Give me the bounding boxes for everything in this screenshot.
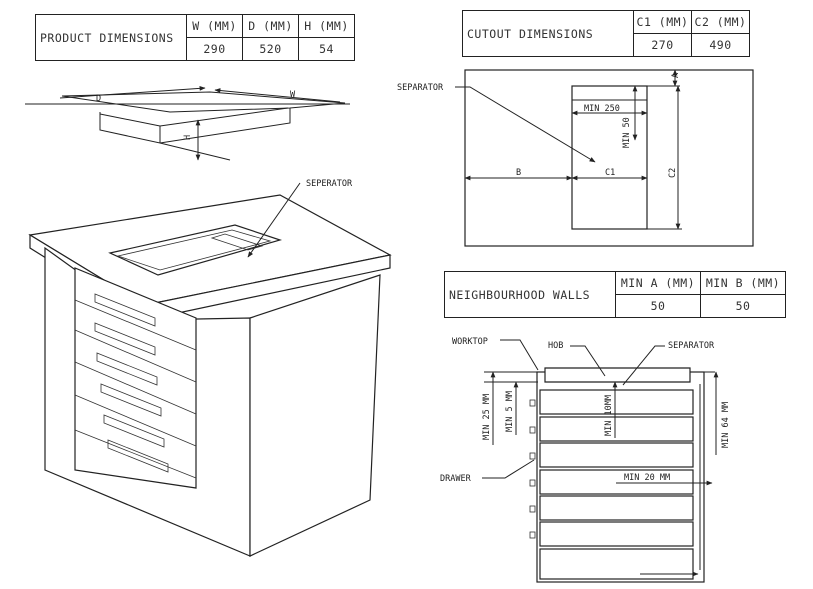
drawer-leader — [482, 459, 535, 479]
hob-top-outline — [61, 91, 346, 113]
worktop-leader — [500, 339, 539, 371]
c2-label: C2 — [668, 168, 678, 178]
hob-top-edges — [99, 107, 289, 127]
min-250-label: MIN 250 — [584, 104, 620, 114]
drawer-handles — [94, 293, 169, 473]
cutout-plan: MIN 250 MIN 50 A C2 B C1 SEPARATOR — [397, 69, 754, 247]
col-min-b-header: MIN B (MM) — [700, 271, 786, 295]
plan-separator-leader — [455, 86, 596, 163]
min-64-label: MIN 64 MM — [721, 402, 731, 448]
product-dimensions-header: PRODUCT DIMENSIONS — [35, 14, 187, 61]
value-h: 54 — [298, 37, 355, 61]
col-w-header: W (MM) — [186, 14, 243, 38]
min-20-label: MIN 20 MM — [624, 473, 670, 483]
separator-slot — [210, 233, 264, 251]
b-label: B — [516, 168, 521, 178]
w-label: W — [290, 90, 296, 100]
min-25-label: MIN 25 MM — [482, 394, 492, 440]
min-5-label: MIN 5 MM — [505, 391, 515, 432]
section-separator-leader — [622, 345, 665, 386]
col-c1-header: C1 (MM) — [633, 10, 692, 34]
value-min-b: 50 — [700, 294, 786, 318]
cutout-dimensions-table: CUTOUT DIMENSIONS C1 (MM) C2 (MM) 270 49… — [462, 10, 750, 57]
neighbourhood-walls-table: NEIGHBOURHOOD WALLS MIN A (MM) MIN B (MM… — [444, 271, 786, 318]
hob-label: HOB — [548, 341, 563, 351]
drawer-dividers — [74, 299, 197, 479]
worktop-label: WORKTOP — [452, 337, 488, 347]
w-dimension-line — [214, 88, 341, 103]
min-50-label: MIN 50 — [622, 117, 632, 148]
section-drawers — [539, 389, 694, 580]
d-label: D — [96, 94, 101, 104]
hob-recess-inner — [116, 229, 272, 271]
product-sketch: D W H — [25, 85, 350, 161]
separator-leader — [247, 182, 301, 258]
drawer-label: DRAWER — [440, 474, 472, 484]
plan-separator-label: SEPARATOR — [397, 83, 444, 93]
a-label: A — [671, 73, 681, 78]
value-c1: 270 — [633, 33, 692, 57]
col-min-a-header: MIN A (MM) — [615, 271, 701, 295]
hob-body-outline — [99, 108, 291, 144]
hob-body — [544, 367, 691, 383]
min-10-label: MIN 10MM — [604, 395, 614, 436]
section-view: MIN 25 MM MIN 5 MM MIN 10MM MIN 64 MM MI… — [440, 337, 731, 583]
value-min-a: 50 — [615, 294, 701, 318]
product-dimensions-table: PRODUCT DIMENSIONS W (MM) D (MM) H (MM) … — [35, 14, 355, 61]
value-c2: 490 — [691, 33, 750, 57]
hob-recess — [108, 224, 283, 276]
kitchen-island: SEPERATOR — [28, 179, 392, 557]
island-separator-label: SEPERATOR — [306, 179, 353, 189]
cabinet-side — [249, 274, 381, 557]
d-dimension-line — [59, 85, 206, 99]
hob-leader — [570, 345, 606, 377]
h-extension-line — [159, 142, 231, 161]
h-label: H — [183, 135, 193, 140]
neighbourhood-walls-header: NEIGHBOURHOOD WALLS — [444, 271, 616, 318]
col-c2-header: C2 (MM) — [691, 10, 750, 34]
cutout-dimensions-header: CUTOUT DIMENSIONS — [462, 10, 634, 57]
section-separator-label: SEPARATOR — [668, 341, 715, 351]
c1-label: C1 — [605, 168, 615, 178]
col-h-header: H (MM) — [298, 14, 355, 38]
section-drawer-handles — [529, 399, 536, 539]
